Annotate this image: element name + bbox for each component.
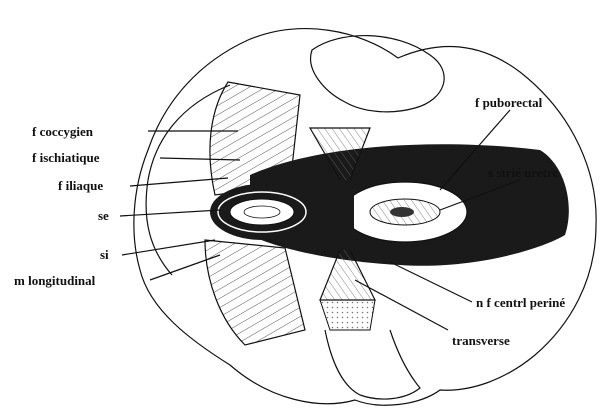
label-f-coccygien: f coccygien [32,124,94,139]
pubic-arch [311,36,445,112]
label-n-f-centrl-perine: n f centrl periné [476,295,565,310]
label-s-strie-uretre: s strié uretre [488,165,558,180]
label-f-puborectal: f puborectal [475,95,543,110]
label-transverse: transverse [452,333,510,348]
label-se: se [98,208,109,223]
coccyx-outline [325,330,420,399]
label-m-longitudinal: m longitudinal [14,273,96,288]
label-f-ischiatique: f ischiatique [32,150,100,165]
levator-fan-lower [205,240,305,345]
label-si: si [100,247,109,262]
label-f-iliaque: f iliaque [58,178,103,193]
